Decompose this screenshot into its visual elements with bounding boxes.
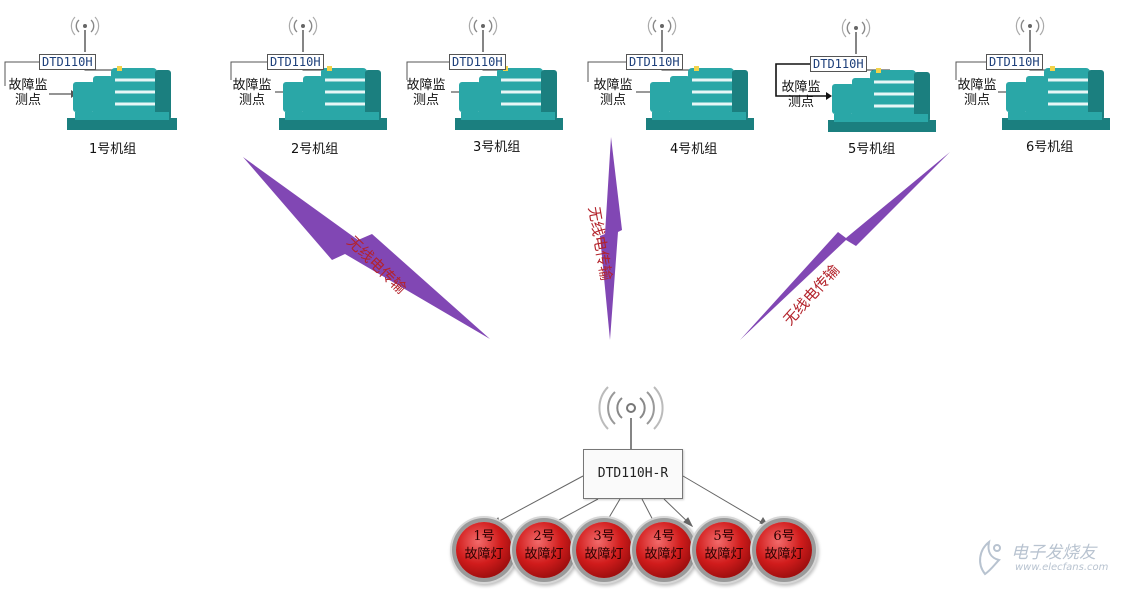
fault-lamp-label: 1号 故障灯 xyxy=(456,528,512,564)
generator-unit-graphic xyxy=(587,16,754,130)
lamp-number: 4号 xyxy=(653,529,675,544)
monitor-point-label: 故障监测点 xyxy=(8,78,48,108)
generator-unit-graphic xyxy=(406,16,563,130)
generator-icon xyxy=(67,66,177,130)
sensor-tag: DTD110H xyxy=(39,54,96,70)
generator-unit-graphic xyxy=(4,16,177,130)
antenna-icon xyxy=(647,16,677,52)
fault-lamp-4: 4号 故障灯 xyxy=(636,522,692,578)
antenna-icon xyxy=(1015,16,1045,52)
transmission-label-left: 无线电传输 xyxy=(343,232,410,298)
unit-1: DTD110H 故障监测点 1号机组 xyxy=(4,8,177,168)
fault-lamp-2: 2号 故障灯 xyxy=(516,522,572,578)
lamp-caption: 故障灯 xyxy=(524,547,564,562)
generator-icon xyxy=(828,68,936,132)
generator-icon xyxy=(1002,66,1110,130)
unit-caption: 2号机组 xyxy=(291,142,339,157)
lamp-caption: 故障灯 xyxy=(704,547,744,562)
unit-caption: 1号机组 xyxy=(89,142,137,157)
unit-caption: 6号机组 xyxy=(1026,140,1074,155)
transmission-label-middle: 无线电传输 xyxy=(584,205,616,283)
unit-caption: 5号机组 xyxy=(848,142,896,157)
lamp-number: 2号 xyxy=(533,529,555,544)
antenna-icon xyxy=(288,16,318,52)
lamp-caption: 故障灯 xyxy=(584,547,624,562)
lamp-number: 5号 xyxy=(713,529,735,544)
watermark-logo-icon xyxy=(979,539,1001,576)
fault-lamp-label: 5号 故障灯 xyxy=(696,528,752,564)
generator-icon xyxy=(646,66,754,130)
lamp-number: 6号 xyxy=(773,529,795,544)
unit-4: DTD110H 故障监测点 4号机组 xyxy=(587,8,762,168)
receiver-antenna-icon xyxy=(598,386,664,449)
antenna-icon xyxy=(468,16,498,52)
fault-lamp-6: 6号 故障灯 xyxy=(756,522,812,578)
watermark-name: 电子发烧友 xyxy=(1011,543,1096,563)
generator-unit-graphic xyxy=(775,18,936,132)
generator-unit-graphic xyxy=(955,16,1110,130)
watermark-url: www.elecfans.com xyxy=(1015,562,1109,573)
monitor-point-label: 故障监测点 xyxy=(593,78,633,108)
sensor-tag: DTD110H xyxy=(986,54,1043,70)
lamp-caption: 故障灯 xyxy=(764,547,804,562)
fault-lamp-label: 6号 故障灯 xyxy=(756,528,812,564)
fault-lamp-5: 5号 故障灯 xyxy=(696,522,752,578)
lamp-number: 1号 xyxy=(473,529,495,544)
sensor-tag: DTD110H xyxy=(267,54,324,70)
receiver-box: DTD110H-R xyxy=(583,449,683,499)
antenna-icon xyxy=(70,16,100,52)
lightning-bolt-right xyxy=(740,152,950,340)
generator-icon xyxy=(455,66,563,130)
fault-lamp-1: 1号 故障灯 xyxy=(456,522,512,578)
unit-6: DTD110H 故障监测点 6号机组 xyxy=(952,8,1121,168)
unit-5: DTD110H 故障监测点 5号机组 xyxy=(772,14,942,174)
antenna-icon xyxy=(841,18,871,54)
sensor-tag: DTD110H xyxy=(626,54,683,70)
fault-lamp-label: 3号 故障灯 xyxy=(576,528,632,564)
monitor-point-label: 故障监测点 xyxy=(957,78,997,108)
unit-caption: 4号机组 xyxy=(670,142,718,157)
transmission-label-right: 无线电传输 xyxy=(779,261,844,329)
unit-3: DTD110H 故障监测点 3号机组 xyxy=(403,8,573,168)
generator-icon xyxy=(279,66,387,130)
monitor-point-label: 故障监测点 xyxy=(781,80,821,110)
lamp-caption: 故障灯 xyxy=(464,547,504,562)
monitor-point-label: 故障监测点 xyxy=(406,78,446,108)
watermark: 电子发烧友 www.elecfans.com xyxy=(975,534,1115,582)
unit-2: DTD110H 故障监测点 2号机组 xyxy=(227,8,397,168)
fault-lamp-label: 4号 故障灯 xyxy=(636,528,692,564)
lamp-caption: 故障灯 xyxy=(644,547,684,562)
lamp-number: 3号 xyxy=(593,529,615,544)
fault-lamp-label: 2号 故障灯 xyxy=(516,528,572,564)
monitor-point-label: 故障监测点 xyxy=(232,78,272,108)
unit-caption: 3号机组 xyxy=(473,140,521,155)
sensor-tag: DTD110H xyxy=(810,56,867,72)
fault-lamp-3: 3号 故障灯 xyxy=(576,522,632,578)
sensor-tag: DTD110H xyxy=(449,54,506,70)
generator-unit-graphic xyxy=(230,16,387,130)
